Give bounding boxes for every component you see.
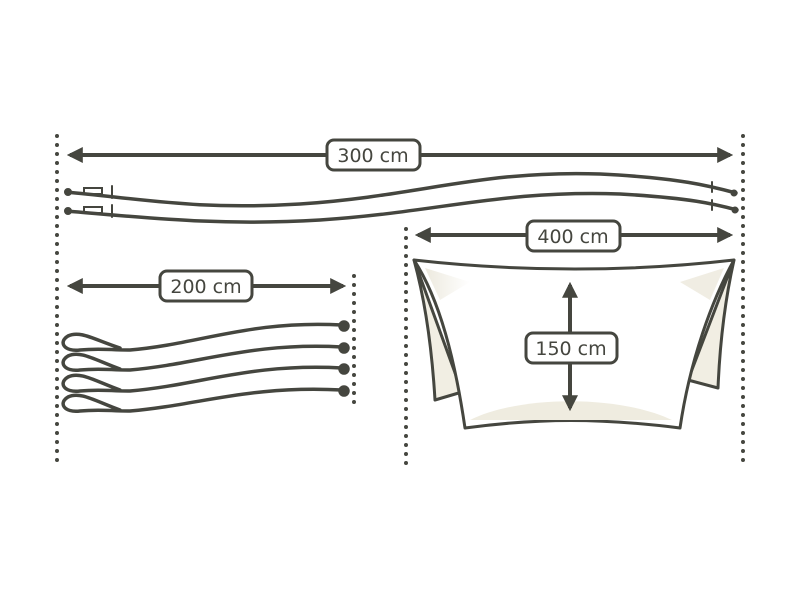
long-ropes — [64, 171, 739, 224]
dimension-400: 400 cm — [414, 219, 734, 253]
label-400: 400 cm — [537, 226, 608, 248]
back-flap-left — [412, 258, 464, 402]
long-rope — [64, 191, 739, 224]
label-300: 300 cm — [337, 145, 408, 167]
short-rope — [61, 342, 350, 372]
back-flap-right — [686, 258, 736, 390]
dimension-150: 150 cm — [524, 281, 619, 412]
short-rope — [61, 320, 350, 352]
label-150: 150 cm — [535, 338, 606, 360]
short-rope — [61, 363, 350, 393]
dimension-200: 200 cm — [66, 269, 347, 303]
long-rope — [64, 171, 738, 208]
short-rope — [61, 385, 350, 413]
short-ropes — [61, 320, 350, 413]
dimension-300: 300 cm — [66, 138, 734, 172]
label-200: 200 cm — [170, 276, 241, 298]
